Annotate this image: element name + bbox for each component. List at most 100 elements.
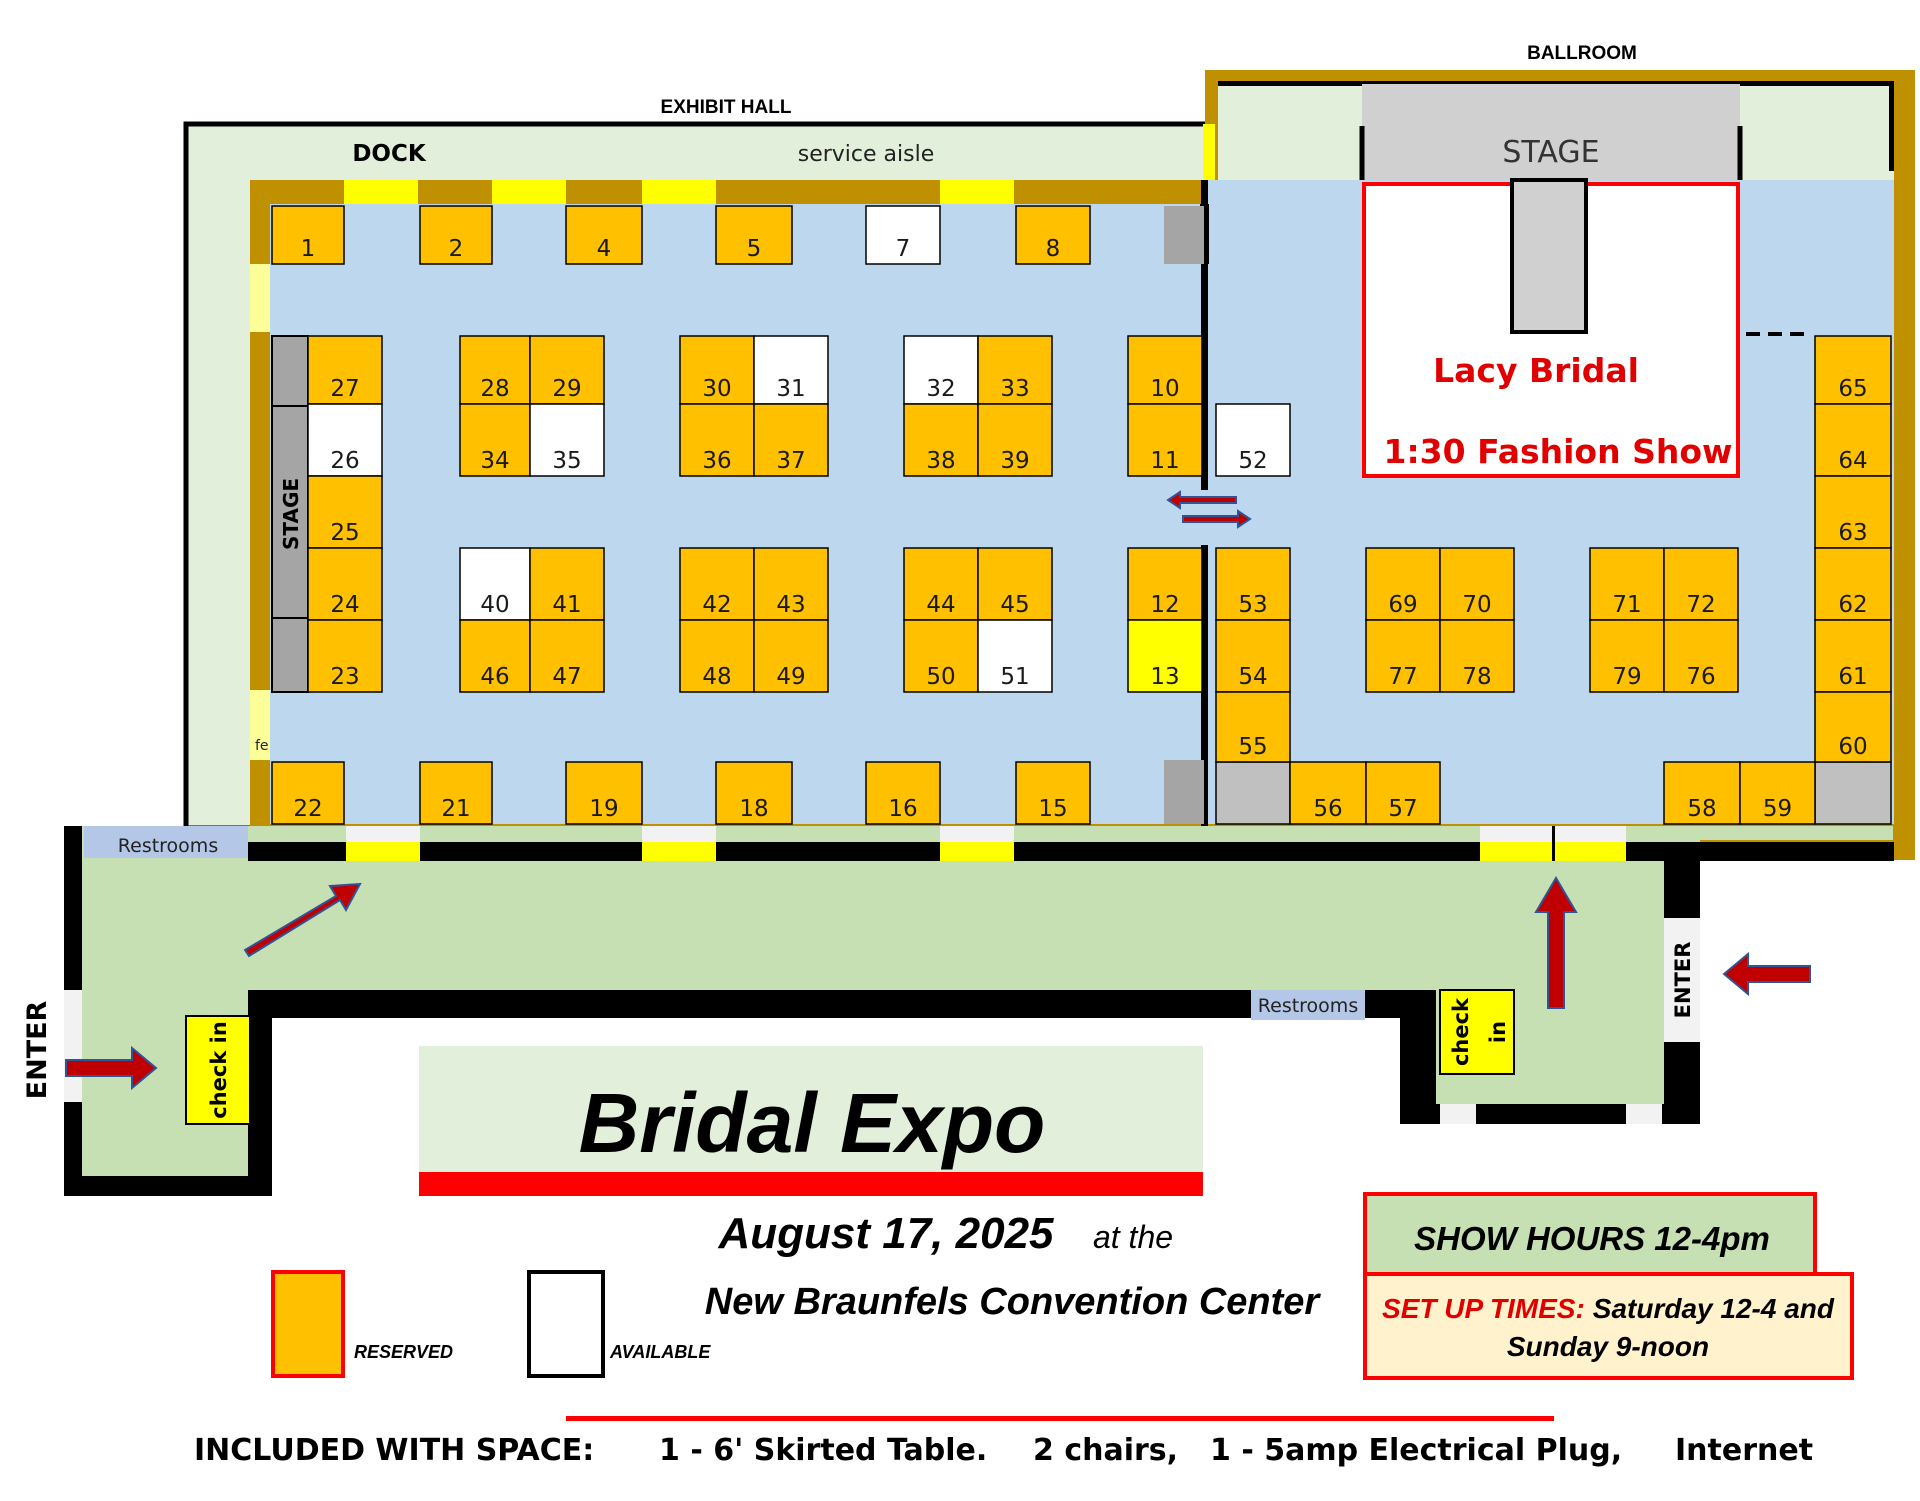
booth-70[interactable]: 70 xyxy=(1439,547,1515,621)
event-title: Bridal Expo xyxy=(579,1076,1046,1170)
booth-22[interactable]: 22 xyxy=(271,761,345,825)
booth-21[interactable]: 21 xyxy=(419,761,493,825)
booth-box xyxy=(1215,403,1291,477)
ballroom-top-wall xyxy=(1218,81,1894,86)
booth-number: 63 xyxy=(1838,520,1867,546)
door-bottom-2 xyxy=(642,842,716,861)
booth-34[interactable]: 34 xyxy=(459,403,531,477)
booth-46[interactable]: 46 xyxy=(459,619,531,693)
booth-52[interactable]: 52 xyxy=(1215,403,1291,477)
booth-number: 43 xyxy=(776,592,805,618)
booth-51[interactable]: 51 xyxy=(977,619,1053,693)
booth-53[interactable]: 53 xyxy=(1215,547,1291,621)
booth-number: 58 xyxy=(1687,796,1716,822)
booth-27[interactable]: 27 xyxy=(307,335,383,405)
booth-number: 60 xyxy=(1838,734,1867,760)
booth-number: 2 xyxy=(449,236,464,262)
booth-box xyxy=(1663,761,1741,825)
booth-79[interactable]: 79 xyxy=(1589,619,1665,693)
booth-48[interactable]: 48 xyxy=(679,619,755,693)
booth-16[interactable]: 16 xyxy=(865,761,941,825)
booth-1[interactable]: 1 xyxy=(271,205,345,265)
booth-43[interactable]: 43 xyxy=(753,547,829,621)
booth-23[interactable]: 23 xyxy=(307,619,383,693)
booth-61[interactable]: 61 xyxy=(1814,619,1892,693)
booth-12[interactable]: 12 xyxy=(1127,547,1203,621)
booth-41[interactable]: 41 xyxy=(529,547,605,621)
booth-15[interactable]: 15 xyxy=(1015,761,1091,825)
booth-number: 44 xyxy=(926,592,955,618)
booth-24[interactable]: 24 xyxy=(307,547,383,621)
booth-number: 24 xyxy=(330,592,359,618)
booth-number: 32 xyxy=(926,376,955,402)
booth-72[interactable]: 72 xyxy=(1663,547,1739,621)
booth-box xyxy=(1215,691,1291,763)
booth-78[interactable]: 78 xyxy=(1439,619,1515,693)
booth-number: 18 xyxy=(739,796,768,822)
setup-times-value-1: Saturday 12-4 and xyxy=(1593,1293,1835,1324)
booth-number: 36 xyxy=(702,448,731,474)
booth-box xyxy=(1814,403,1892,477)
booth-number: 16 xyxy=(888,796,917,822)
booth-box xyxy=(307,619,383,693)
booth-55[interactable]: 55 xyxy=(1215,691,1291,763)
booth-7[interactable]: 7 xyxy=(865,205,941,265)
booth-26[interactable]: 26 xyxy=(307,403,383,477)
arrow-left-icon xyxy=(1722,951,1811,997)
booth-box xyxy=(679,335,755,405)
booth-56[interactable]: 56 xyxy=(1289,761,1367,825)
booth-25[interactable]: 25 xyxy=(307,475,383,549)
booth-number: 45 xyxy=(1000,592,1029,618)
booth-29[interactable]: 29 xyxy=(529,335,605,405)
booth-65[interactable]: 65 xyxy=(1814,335,1892,405)
door-top-4 xyxy=(940,180,1014,204)
booth-number: 47 xyxy=(552,664,581,690)
booth-71[interactable]: 71 xyxy=(1589,547,1665,621)
booth-44[interactable]: 44 xyxy=(903,547,979,621)
booth-38[interactable]: 38 xyxy=(903,403,979,477)
booth-35[interactable]: 35 xyxy=(529,403,605,477)
booth-49[interactable]: 49 xyxy=(753,619,829,693)
booth-8[interactable]: 8 xyxy=(1015,205,1091,265)
booth-40[interactable]: 40 xyxy=(459,547,531,621)
booth-32[interactable]: 32 xyxy=(903,335,979,405)
booth-number: 1 xyxy=(301,236,316,262)
arrow-diagonal-icon xyxy=(243,882,362,958)
booth-5[interactable]: 5 xyxy=(715,205,793,265)
booth-33[interactable]: 33 xyxy=(977,335,1053,405)
booth-60[interactable]: 60 xyxy=(1814,691,1892,763)
booth-50[interactable]: 50 xyxy=(903,619,979,693)
booth-76[interactable]: 76 xyxy=(1663,619,1739,693)
booth-39[interactable]: 39 xyxy=(977,403,1053,477)
booth-box xyxy=(271,205,345,265)
booth-37[interactable]: 37 xyxy=(753,403,829,477)
booth-57[interactable]: 57 xyxy=(1365,761,1441,825)
booth-54[interactable]: 54 xyxy=(1215,619,1291,693)
booth-69[interactable]: 69 xyxy=(1365,547,1441,621)
booth-77[interactable]: 77 xyxy=(1365,619,1441,693)
booth-11[interactable]: 11 xyxy=(1127,403,1203,477)
booth-30[interactable]: 30 xyxy=(679,335,755,405)
booth-4[interactable]: 4 xyxy=(565,205,643,265)
booth-47[interactable]: 47 xyxy=(529,619,605,693)
booth-number: 33 xyxy=(1000,376,1029,402)
booth-64[interactable]: 64 xyxy=(1814,403,1892,477)
booth-63[interactable]: 63 xyxy=(1814,475,1892,549)
booth-42[interactable]: 42 xyxy=(679,547,755,621)
booth-36[interactable]: 36 xyxy=(679,403,755,477)
booth-number: 79 xyxy=(1612,664,1641,690)
booth-58[interactable]: 58 xyxy=(1663,761,1741,825)
booth-62[interactable]: 62 xyxy=(1814,547,1892,621)
booth-31[interactable]: 31 xyxy=(753,335,829,405)
booth-59[interactable]: 59 xyxy=(1739,761,1816,825)
booth-2[interactable]: 2 xyxy=(419,205,493,265)
booth-28[interactable]: 28 xyxy=(459,335,531,405)
booth-18[interactable]: 18 xyxy=(715,761,793,825)
booth-45[interactable]: 45 xyxy=(977,547,1053,621)
booth-13[interactable]: 13 xyxy=(1127,619,1203,693)
booth-10[interactable]: 10 xyxy=(1127,335,1203,405)
booth-box xyxy=(977,335,1053,405)
booth-19[interactable]: 19 xyxy=(565,761,643,825)
setup-times-line1: SET UP TIMES:Saturday 12-4 and xyxy=(1382,1293,1835,1324)
booth-box xyxy=(459,335,531,405)
